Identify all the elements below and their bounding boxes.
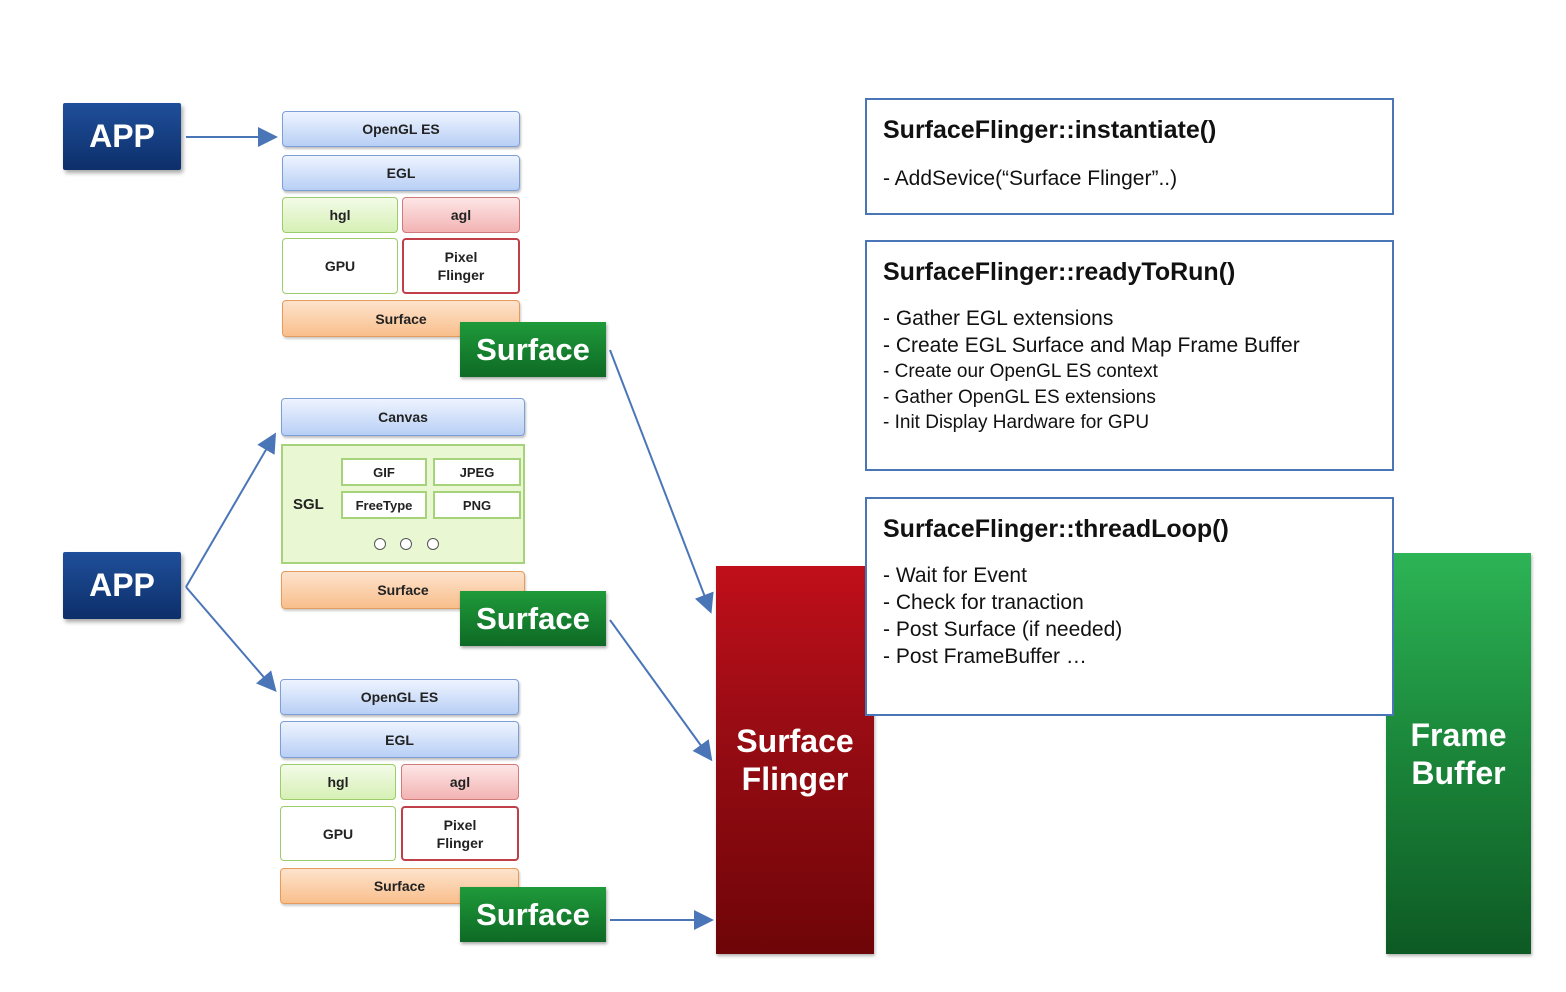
png-cell: PNG xyxy=(433,491,521,519)
jpeg-cell: JPEG xyxy=(433,458,521,486)
ellipsis-dot-2 xyxy=(400,538,412,550)
arrow-app2-to-canvas xyxy=(185,432,277,588)
info-line: - Init Display Hardware for GPU xyxy=(883,412,1150,433)
egl-layer-3: EGL xyxy=(280,721,519,758)
surface-label-3: Surface xyxy=(460,887,606,942)
pixel-flinger-layer-3: Pixel Flinger xyxy=(401,806,519,861)
surface-label-1: Surface xyxy=(460,322,606,377)
hgl-layer: hgl xyxy=(282,197,398,233)
sgl-block: SGL GIF JPEG FreeType PNG xyxy=(281,444,525,564)
info-box-readytorun: SurfaceFlinger::readyToRun() - Gather EG… xyxy=(865,240,1394,471)
arrow-app2-to-opengl xyxy=(185,586,277,693)
info-line: - Post FrameBuffer … xyxy=(883,645,1087,668)
gpu-layer-3: GPU xyxy=(280,806,396,861)
surface-label-2: Surface xyxy=(460,591,606,646)
gpu-layer: GPU xyxy=(282,238,398,294)
gif-cell: GIF xyxy=(341,458,427,486)
info-title: SurfaceFlinger::threadLoop() xyxy=(883,515,1229,543)
pixel-flinger-layer: Pixel Flinger xyxy=(402,238,520,294)
egl-layer: EGL xyxy=(282,155,520,191)
info-box-instantiate: SurfaceFlinger::instantiate() - AddSevic… xyxy=(865,98,1394,215)
info-title: SurfaceFlinger::instantiate() xyxy=(883,116,1217,144)
agl-layer-3: agl xyxy=(401,764,519,800)
freetype-cell: FreeType xyxy=(341,491,427,519)
info-line: - Gather OpenGL ES extensions xyxy=(883,387,1156,408)
info-line: - Create EGL Surface and Map Frame Buffe… xyxy=(883,334,1300,357)
info-line: - Post Surface (if needed) xyxy=(883,618,1123,641)
app-box-1: APP xyxy=(63,103,181,170)
ellipsis-dot-1 xyxy=(374,538,386,550)
opengl-es-layer: OpenGL ES xyxy=(282,111,520,147)
canvas-layer: Canvas xyxy=(281,398,525,436)
opengl-es-layer-3: OpenGL ES xyxy=(280,679,519,715)
arrow-surface1-to-flinger xyxy=(609,349,714,614)
agl-layer: agl xyxy=(402,197,520,233)
info-title: SurfaceFlinger::readyToRun() xyxy=(883,258,1236,286)
info-box-threadloop: SurfaceFlinger::threadLoop() - Wait for … xyxy=(865,497,1394,716)
frame-buffer-block: Frame Buffer xyxy=(1386,553,1531,954)
info-line: - Check for tranaction xyxy=(883,591,1084,614)
arrow-surface2-to-flinger xyxy=(609,619,713,762)
info-line: - Gather EGL extensions xyxy=(883,307,1114,330)
info-line: - AddSevice(“Surface Flinger”..) xyxy=(883,167,1178,190)
hgl-layer-3: hgl xyxy=(280,764,396,800)
ellipsis-dot-3 xyxy=(427,538,439,550)
sgl-label: SGL xyxy=(293,496,324,513)
surface-flinger-block: Surface Flinger xyxy=(716,566,874,954)
app-box-2: APP xyxy=(63,552,181,619)
info-line: - Wait for Event xyxy=(883,564,1027,587)
info-line: - Create our OpenGL ES context xyxy=(883,361,1158,382)
